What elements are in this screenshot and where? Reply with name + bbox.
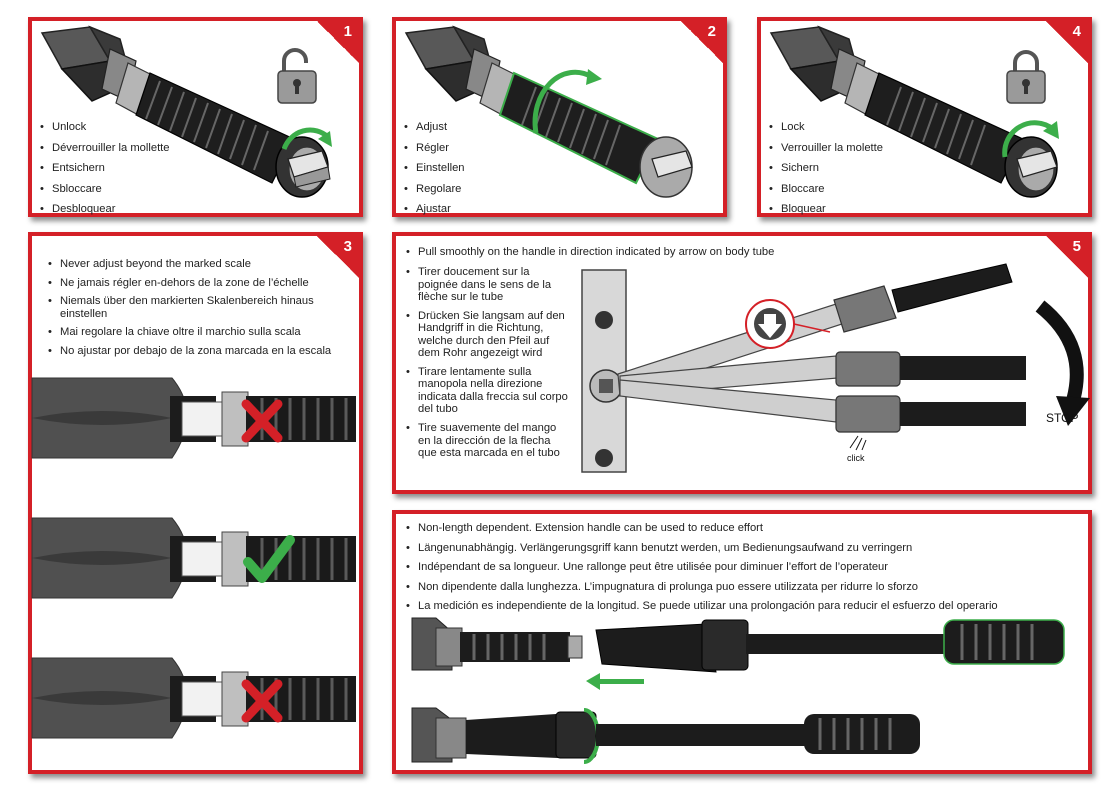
panel-step-5: 5 Pull smoothly on the handle in directi… (392, 232, 1092, 494)
step-5-list: Tirer doucement sur la poignée dans le s… (406, 266, 568, 466)
step-badge: 5 (1044, 234, 1090, 280)
list-item: Déverrouiller la mollette (40, 142, 220, 155)
locked-padlock-icon (1006, 50, 1046, 104)
panel-step-4: 4 Lock Verrouiller la molette Sichern Bl… (757, 17, 1092, 217)
list-item: Adjust (404, 121, 584, 134)
list-item: Pull smoothly on the handle in direction… (406, 246, 1046, 259)
scale-illustrations (31, 377, 356, 739)
extension-handle-illustration (411, 617, 1065, 764)
direction-arrow-icon (1035, 300, 1090, 426)
list-item: Bloquear (769, 203, 949, 216)
list-item: Ajustar (404, 203, 584, 216)
list-item: Tirer doucement sur la poignée dans le s… (406, 266, 568, 304)
scale-view-under (31, 657, 356, 739)
list-item: Entsichern (40, 162, 220, 175)
list-item: Bloccare (769, 183, 949, 196)
step-2-list: Adjust Régler Einstellen Regolare Ajusta… (404, 121, 584, 224)
step-badge: 1 (315, 19, 361, 65)
insert-arrow-icon (586, 673, 644, 690)
panel-step-3: 3 Never adjust beyond the marked scale N… (28, 232, 363, 774)
list-item: Sichern (769, 162, 949, 175)
cross-icon (241, 399, 283, 443)
list-item: Tire suavemente del mango en la direcció… (406, 422, 568, 460)
list-item: La medición es independiente de la longi… (406, 600, 1086, 613)
handle-separate (411, 617, 1065, 673)
list-item: Non-length dependent. Extension handle c… (406, 522, 1086, 535)
list-item: Sbloccare (40, 183, 220, 196)
list-item: Regolare (404, 183, 584, 196)
list-item: No ajustar por debajo de la zona marcada… (48, 345, 338, 358)
panel-extension-handle: Non-length dependent. Extension handle c… (392, 510, 1092, 774)
stop-label: STOP (1046, 411, 1079, 425)
list-item: Ne jamais régler en-dehors de la zone de… (48, 277, 338, 290)
list-item: Indépendant de sa longueur. Une rallonge… (406, 561, 1086, 574)
list-item: Non dipendente dalla lunghezza. L’impugn… (406, 581, 1086, 594)
step-badge: 3 (315, 234, 361, 280)
step-4-list: Lock Verrouiller la molette Sichern Bloc… (769, 121, 949, 224)
list-item: Lock (769, 121, 949, 134)
wrench-handle-illustration (769, 25, 1059, 198)
list-item: Mai regolare la chiave oltre il marchio … (48, 326, 338, 339)
scale-view-over (31, 377, 356, 459)
list-item: Verrouiller la molette (769, 142, 949, 155)
extension-list: Non-length dependent. Extension handle c… (406, 522, 1086, 621)
handle-assembled (411, 707, 920, 764)
list-item: Unlock (40, 121, 220, 134)
step-badge: 2 (679, 19, 725, 65)
list-item: Never adjust beyond the marked scale (48, 258, 338, 271)
list-item: Niemals über den markierten Skalenbereic… (48, 295, 338, 320)
step-5-lead: Pull smoothly on the handle in direction… (406, 246, 1046, 267)
cross-icon (241, 679, 283, 723)
list-item: Desbloquear (40, 203, 220, 216)
pull-motion-illustration (581, 263, 1090, 473)
list-item: Régler (404, 142, 584, 155)
unlocked-padlock-icon (277, 48, 317, 104)
click-label: click (847, 453, 865, 463)
list-item: Längenunabhängig. Verlängerungsgriff kan… (406, 542, 1086, 555)
step-1-list: Unlock Déverrouiller la mollette Entsich… (40, 121, 220, 224)
list-item: Einstellen (404, 162, 584, 175)
list-item: Drücken Sie langsam auf den Handgriff in… (406, 310, 568, 360)
check-icon (243, 535, 295, 583)
panel-step-2: 2 Adjust Régler Einstellen Regolare Ajus… (392, 17, 727, 217)
step-badge: 4 (1044, 19, 1090, 65)
list-item: Tirare lentamente sulla manopola nella d… (406, 366, 568, 416)
step-3-list: Never adjust beyond the marked scale Ne … (48, 258, 338, 363)
scale-view-correct (31, 517, 356, 599)
panel-step-1: 1 (28, 17, 363, 217)
